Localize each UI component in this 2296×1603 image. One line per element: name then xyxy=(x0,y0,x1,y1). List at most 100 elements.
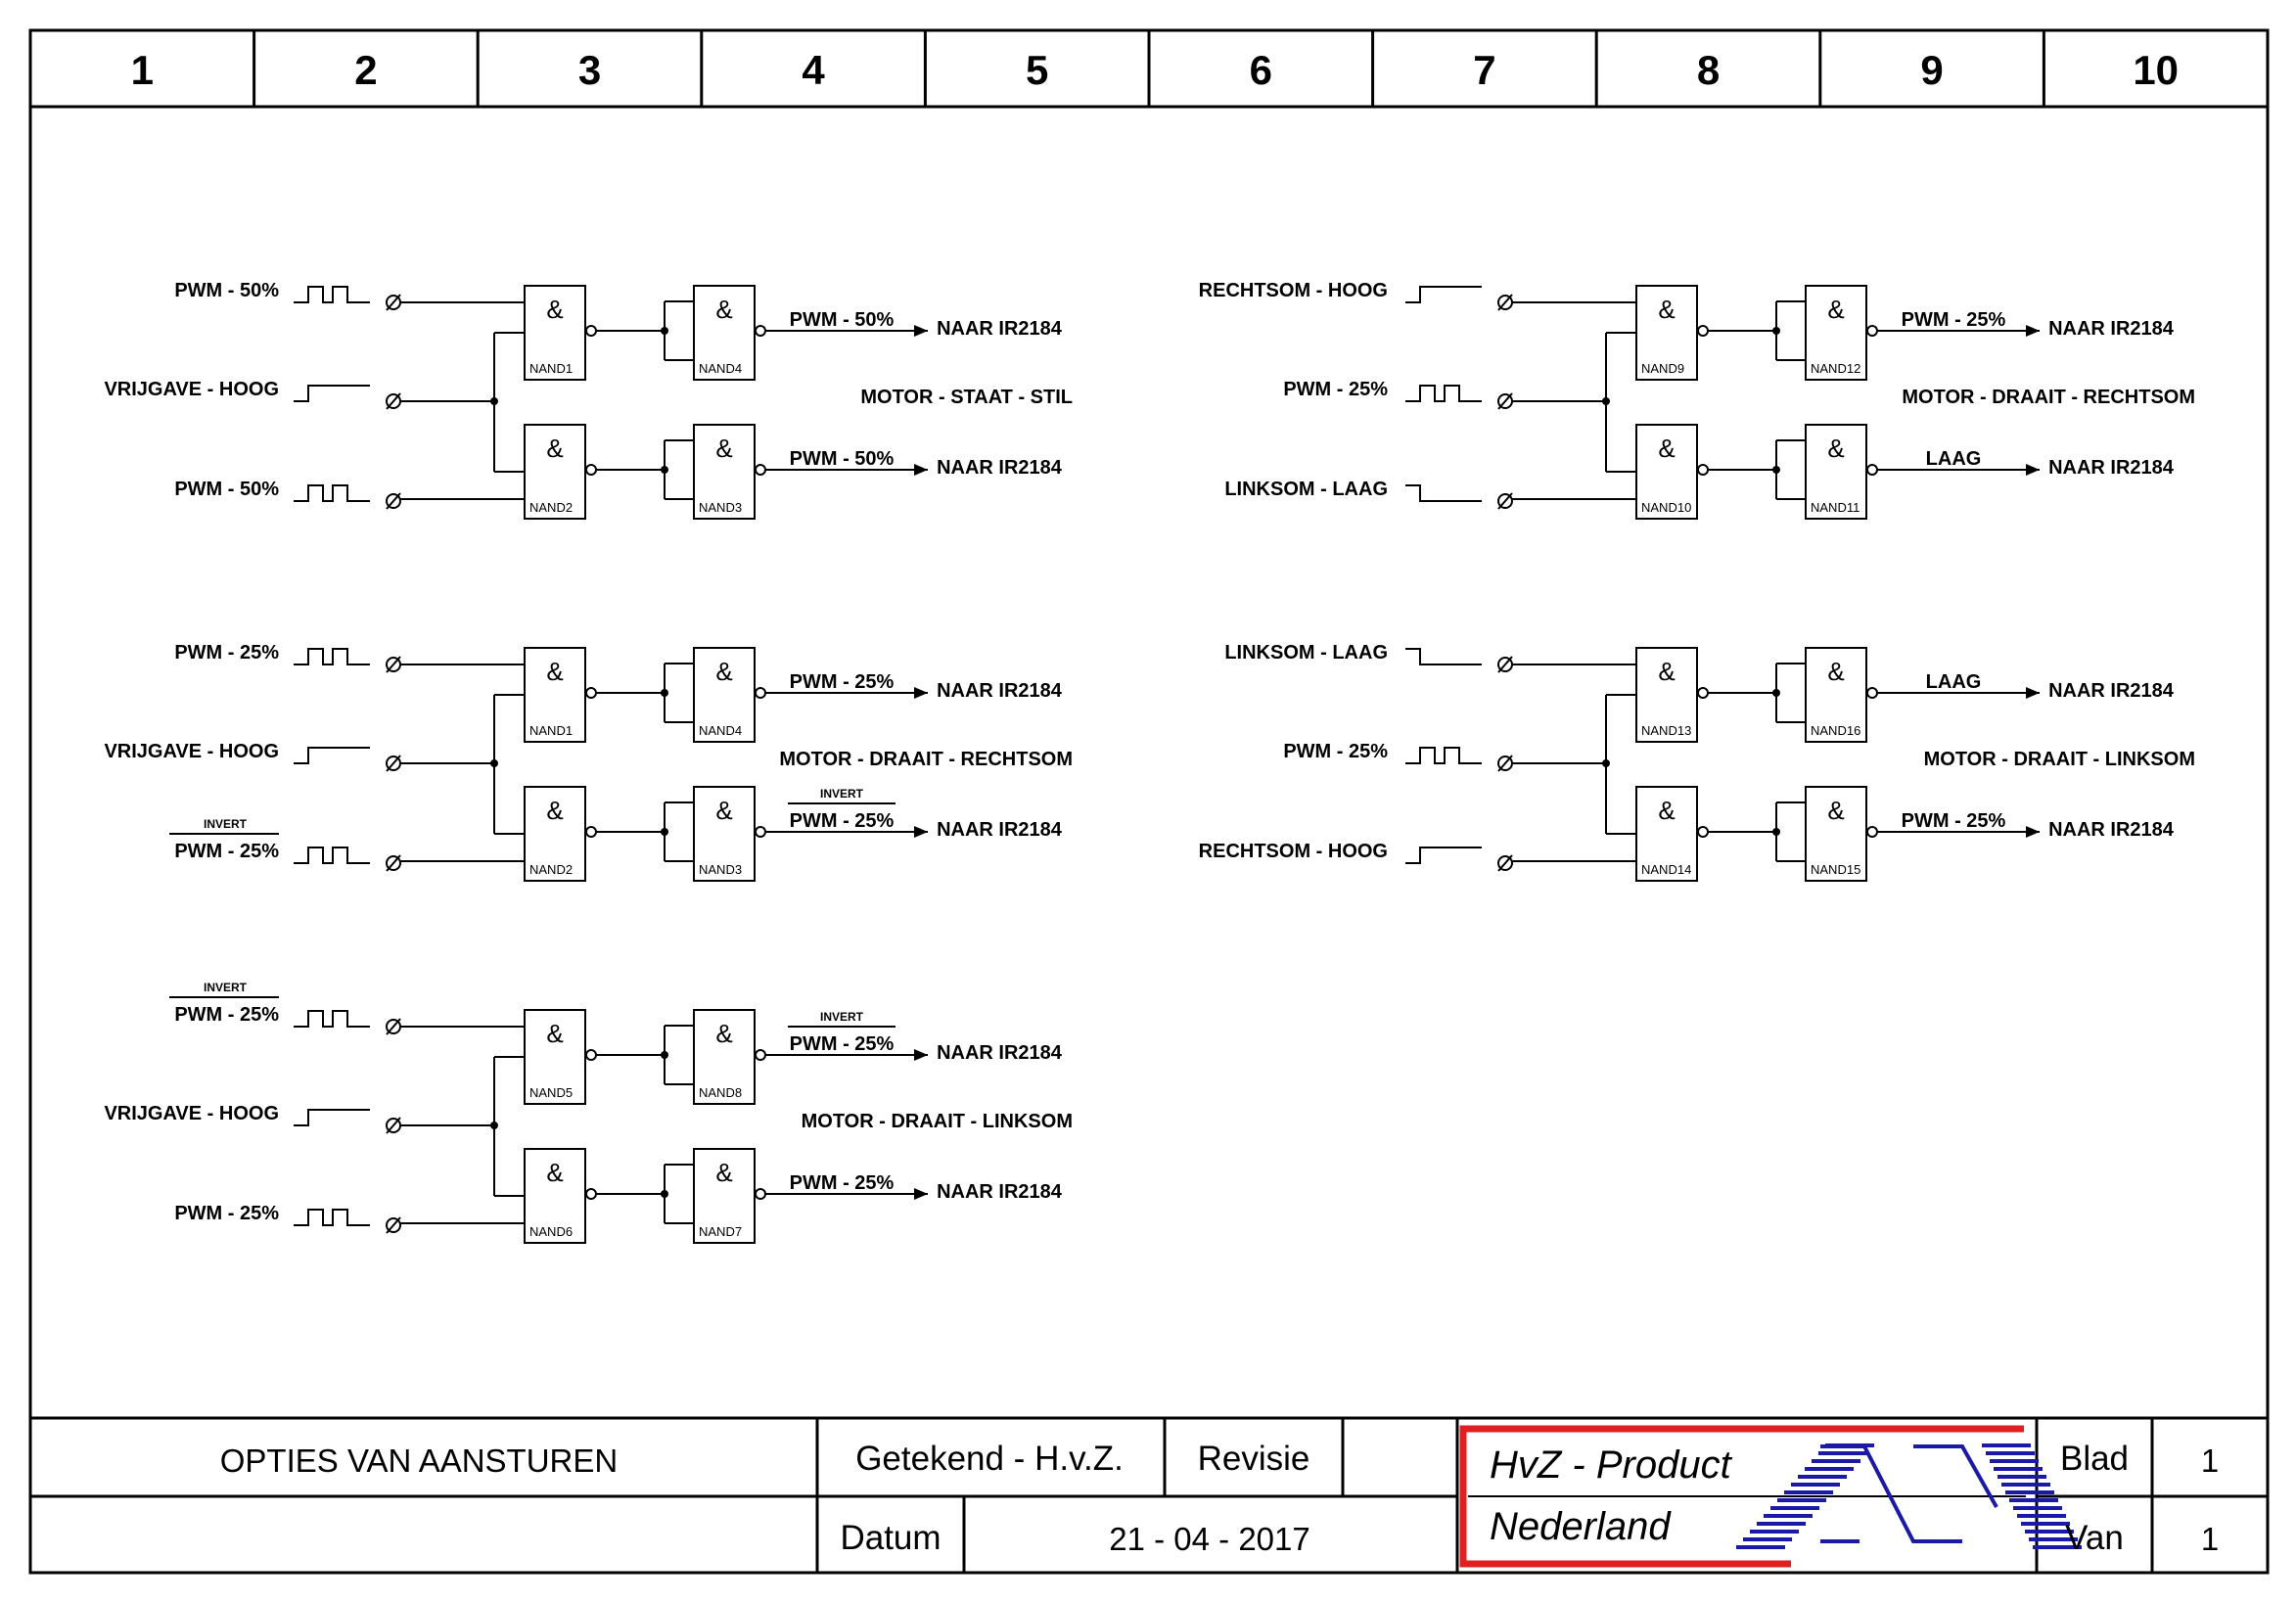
terminal-slash xyxy=(386,1018,401,1035)
junction-dot xyxy=(1772,327,1780,335)
nand-gate xyxy=(693,285,756,381)
junction-dot xyxy=(1602,397,1610,405)
nand-gate xyxy=(693,786,756,882)
inverter-bubble-icon xyxy=(1866,325,1878,337)
inverter-bubble-icon xyxy=(1866,826,1878,838)
inverter-bubble-icon xyxy=(755,1188,766,1200)
terminal-slash xyxy=(1497,854,1513,872)
of-value: 1 xyxy=(2201,1521,2219,1557)
nand-gate xyxy=(1635,424,1698,520)
nand-symbol: & xyxy=(546,1158,563,1187)
terminal-slash xyxy=(1497,294,1513,311)
inverter-bubble-icon xyxy=(1697,325,1709,337)
nand-symbol: & xyxy=(1827,657,1844,686)
column-number: 9 xyxy=(1920,47,1943,93)
nand-symbol: & xyxy=(715,796,732,825)
terminal-slash xyxy=(386,656,401,673)
input-label: LINKSOM - LAAG xyxy=(1224,642,1388,664)
nand-gate xyxy=(1805,647,1867,743)
nand-gate xyxy=(524,786,586,882)
company-name-line1: HvZ - Product xyxy=(1490,1443,1733,1487)
arrow-head-icon xyxy=(2026,687,2040,699)
nand-gate xyxy=(693,1009,756,1105)
inverter-bubble-icon xyxy=(585,1188,597,1200)
company-name-line2: Nederland xyxy=(1490,1505,1672,1548)
junction-dot xyxy=(661,689,668,697)
arrow-head-icon xyxy=(914,325,928,337)
revision-label: Revisie xyxy=(1198,1440,1310,1478)
input-label: PWM - 25% xyxy=(174,841,279,862)
inverter-bubble-icon xyxy=(1866,687,1878,699)
drawn-by: Getekend - H.v.Z. xyxy=(855,1440,1124,1478)
signal-waveform-icon xyxy=(294,385,370,402)
arrow-head-icon xyxy=(914,464,928,476)
input-label: PWM - 25% xyxy=(1283,379,1388,400)
nand-symbol: & xyxy=(715,434,732,463)
signal-waveform-icon xyxy=(294,1109,370,1126)
output-signal-label: LAAG xyxy=(1926,671,1982,693)
logo-wave-icon xyxy=(1736,1443,2082,1549)
nand-gate xyxy=(524,285,586,381)
nand-gate xyxy=(1635,786,1698,882)
junction-dot xyxy=(1772,466,1780,474)
terminal-slash xyxy=(386,854,401,872)
motor-state-label: MOTOR - DRAAIT - RECHTSOM xyxy=(779,749,1073,770)
inverter-bubble-icon xyxy=(1866,464,1878,476)
arrow-head-icon xyxy=(914,1049,928,1061)
signal-waveform-icon xyxy=(1405,648,1482,665)
date-value: 21 - 04 - 2017 xyxy=(1109,1521,1309,1557)
input-label: PWM - 25% xyxy=(174,642,279,664)
nand-gate xyxy=(1805,786,1867,882)
column-number: 6 xyxy=(1250,47,1272,93)
terminal-slash xyxy=(1497,656,1513,673)
nand-gate xyxy=(693,1148,756,1244)
inverter-bubble-icon xyxy=(585,826,597,838)
input-label: PWM - 25% xyxy=(1283,741,1388,762)
signal-waveform-icon xyxy=(1405,484,1482,502)
input-label: PWM - 25% xyxy=(174,1004,279,1026)
input-label: PWM - 50% xyxy=(174,479,279,500)
output-signal-label: PWM - 25% xyxy=(790,810,895,832)
logo-frame xyxy=(1459,1425,2024,1568)
nand-symbol: & xyxy=(1827,796,1844,825)
terminal-slash xyxy=(1497,392,1513,410)
inverter-bubble-icon xyxy=(1697,464,1709,476)
gate-name: NAND9 xyxy=(1641,361,1684,376)
inverter-bubble-icon xyxy=(1697,826,1709,838)
arrow-head-icon xyxy=(2026,325,2040,337)
output-destination: NAAR IR2184 xyxy=(937,318,1063,340)
nand-symbol: & xyxy=(546,434,563,463)
output-destination: NAAR IR2184 xyxy=(937,680,1063,702)
inverter-bubble-icon xyxy=(755,1049,766,1061)
inverter-bubble-icon xyxy=(755,687,766,699)
gate-name: NAND2 xyxy=(529,500,573,515)
input-label: LINKSOM - LAAG xyxy=(1224,479,1388,500)
column-number: 2 xyxy=(354,47,377,93)
nand-symbol: & xyxy=(546,657,563,686)
sheet-value: 1 xyxy=(2201,1443,2219,1479)
junction-dot xyxy=(490,759,498,767)
gate-name: NAND2 xyxy=(529,862,573,877)
invert-note: INVERT xyxy=(204,817,248,831)
sheet-border xyxy=(28,28,2270,1575)
terminal-slash xyxy=(1497,755,1513,772)
nand-gate xyxy=(1635,285,1698,381)
input-label: PWM - 50% xyxy=(174,280,279,301)
gate-name: NAND4 xyxy=(699,361,742,376)
logo-wave-path xyxy=(1820,1444,1998,1543)
output-signal-label: PWM - 50% xyxy=(790,448,895,470)
nand-symbol: & xyxy=(1827,295,1844,324)
gate-name: NAND1 xyxy=(529,361,573,376)
nand-gate xyxy=(693,647,756,743)
invert-note: INVERT xyxy=(204,981,248,994)
output-destination: NAAR IR2184 xyxy=(2048,457,2175,479)
output-signal-label: PWM - 25% xyxy=(790,671,895,693)
terminal-slash xyxy=(1497,492,1513,510)
motor-state-label: MOTOR - STAAT - STIL xyxy=(860,387,1073,408)
output-destination: NAAR IR2184 xyxy=(937,819,1063,841)
inverter-bubble-icon xyxy=(585,325,597,337)
inverter-bubble-icon xyxy=(585,464,597,476)
nand-symbol: & xyxy=(715,657,732,686)
output-signal-label: PWM - 25% xyxy=(790,1172,895,1194)
